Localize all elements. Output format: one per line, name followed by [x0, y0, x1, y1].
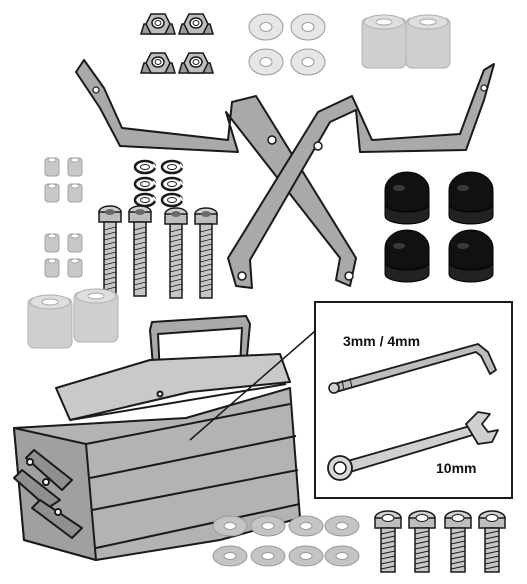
small-spacer-set-lower [44, 233, 83, 278]
short-bolt [374, 510, 402, 573]
long-bolt [128, 205, 152, 297]
flat-washer-set [248, 13, 326, 76]
cap-nut [384, 229, 430, 283]
lock-washer [133, 192, 158, 208]
flange-nut [178, 52, 214, 74]
lock-washer [133, 159, 158, 175]
long-bolt [194, 207, 218, 299]
hex-key-size-label: 3mm / 4mm [343, 333, 421, 349]
flange-nut [140, 13, 176, 35]
short-bolt-set [374, 510, 506, 573]
left-bracket-arm [75, 59, 357, 287]
lock-washer [133, 176, 158, 192]
cap-nut-set [384, 171, 494, 283]
large-spacer [405, 14, 451, 69]
flat-washer [248, 48, 284, 76]
callout-pointer [189, 317, 331, 441]
cap-nut [448, 229, 494, 283]
lock-washer-set [133, 159, 185, 208]
long-bolt [98, 205, 122, 297]
small-spacer [67, 233, 83, 253]
small-spacer [67, 258, 83, 278]
hex-key-icon [328, 343, 497, 394]
short-bolt [408, 510, 436, 573]
cap-nut [448, 171, 494, 225]
lock-washer [160, 159, 185, 175]
wrench-icon [327, 411, 499, 481]
short-bolt [478, 510, 506, 573]
flat-washer [290, 48, 326, 76]
gray-washer [250, 545, 286, 567]
flat-washer [248, 13, 284, 41]
gray-washer [288, 515, 324, 537]
small-spacer [44, 258, 60, 278]
short-bolt [444, 510, 472, 573]
gray-washer [250, 515, 286, 537]
wrench-size-label: 10mm [436, 460, 477, 476]
small-spacer [44, 157, 60, 177]
small-spacer [44, 183, 60, 203]
large-spacer [27, 294, 73, 349]
flange-nut [140, 52, 176, 74]
large-spacer-set-top [361, 14, 451, 69]
large-spacer [361, 14, 407, 69]
small-spacer [67, 183, 83, 203]
gray-washer [288, 545, 324, 567]
gray-washer-set [212, 515, 360, 567]
small-spacer [67, 157, 83, 177]
right-bracket-arm [227, 63, 495, 289]
cap-nut [384, 171, 430, 225]
lock-washer [160, 176, 185, 192]
flange-nut-set [140, 13, 214, 74]
flange-nut [178, 13, 214, 35]
gray-washer [212, 545, 248, 567]
long-bolt-set [98, 205, 218, 299]
gray-washer [324, 515, 360, 537]
flat-washer [290, 13, 326, 41]
small-spacer [44, 233, 60, 253]
long-bolt [164, 207, 188, 299]
gray-washer [212, 515, 248, 537]
small-spacer-set-upper [44, 157, 83, 203]
lock-washer [160, 192, 185, 208]
large-spacer-set-bottom [27, 288, 119, 349]
gray-washer [324, 545, 360, 567]
large-spacer [73, 288, 119, 343]
mounting-bracket-pair [75, 59, 495, 289]
